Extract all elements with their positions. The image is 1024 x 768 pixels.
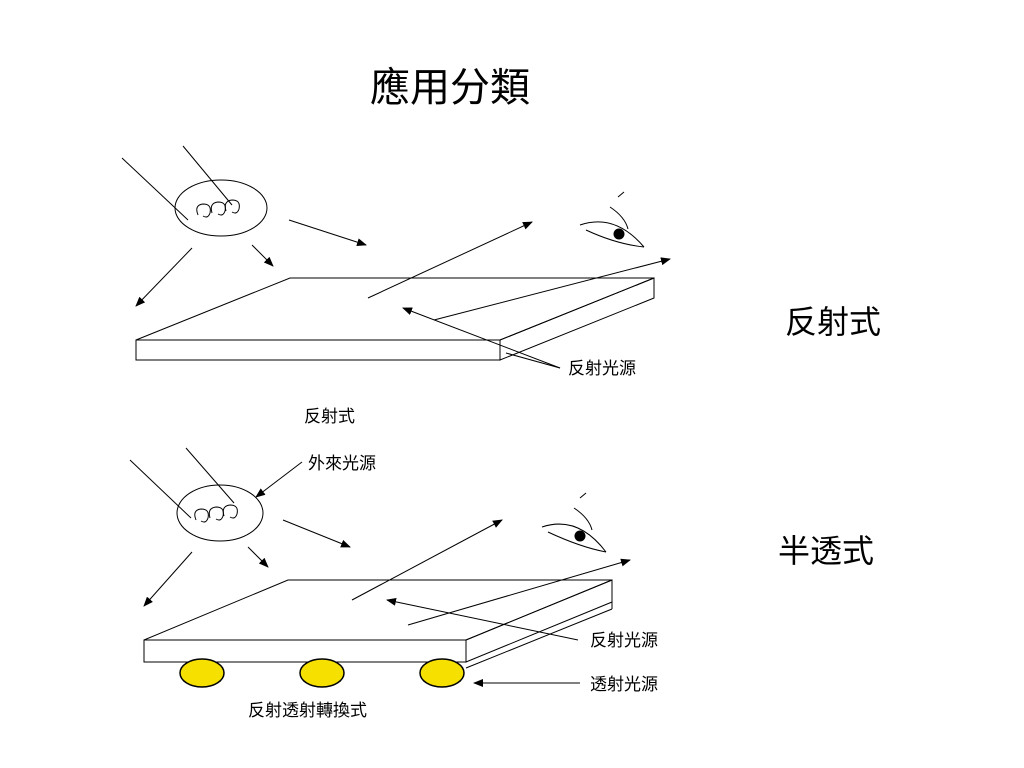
external-light-callout: 外來光源: [308, 454, 376, 474]
lcd-panel: [135, 277, 655, 361]
reflected-ray-arrow: [407, 558, 631, 626]
label-reflective: 反射式: [785, 303, 882, 341]
reflected-ray-arrow: [367, 221, 533, 299]
callout-arrow: [402, 307, 561, 369]
transflective-diagram: [129, 447, 631, 687]
ray-arrow: [288, 219, 367, 247]
ray-arrow: [282, 519, 351, 548]
transmitted-light-callout: 透射光源: [590, 675, 658, 695]
backlight-lamps: [179, 658, 465, 688]
ray-arrow: [143, 551, 193, 607]
reflective-diagram: [121, 145, 671, 369]
transflective-caption: 反射透射轉換式: [248, 701, 367, 721]
light-bulb-icon: [129, 447, 264, 542]
ray-arrow: [247, 546, 269, 568]
lcd-panel: [143, 579, 613, 669]
reflected-light-callout: 反射光源: [568, 359, 636, 379]
reflected-ray-arrow: [433, 257, 671, 321]
reflected-light-callout: 反射光源: [590, 631, 658, 651]
backlight-lamp: [299, 658, 345, 688]
light-bulb-icon: [121, 145, 268, 237]
callout-arrow-edge: [505, 352, 561, 369]
slide-title: 應用分類: [370, 65, 530, 111]
ray-arrow: [135, 247, 193, 307]
backlight-lamp: [419, 658, 465, 688]
callout-arrow: [255, 461, 303, 498]
eye-icon: [541, 492, 607, 553]
reflective-caption: 反射式: [304, 407, 355, 427]
label-transflective: 半透式: [778, 532, 875, 570]
backlight-lamp: [179, 658, 225, 688]
eye-icon: [579, 191, 645, 248]
reflected-ray-arrow: [351, 519, 503, 601]
ray-arrow: [251, 244, 274, 267]
callout-arrow: [386, 597, 579, 641]
